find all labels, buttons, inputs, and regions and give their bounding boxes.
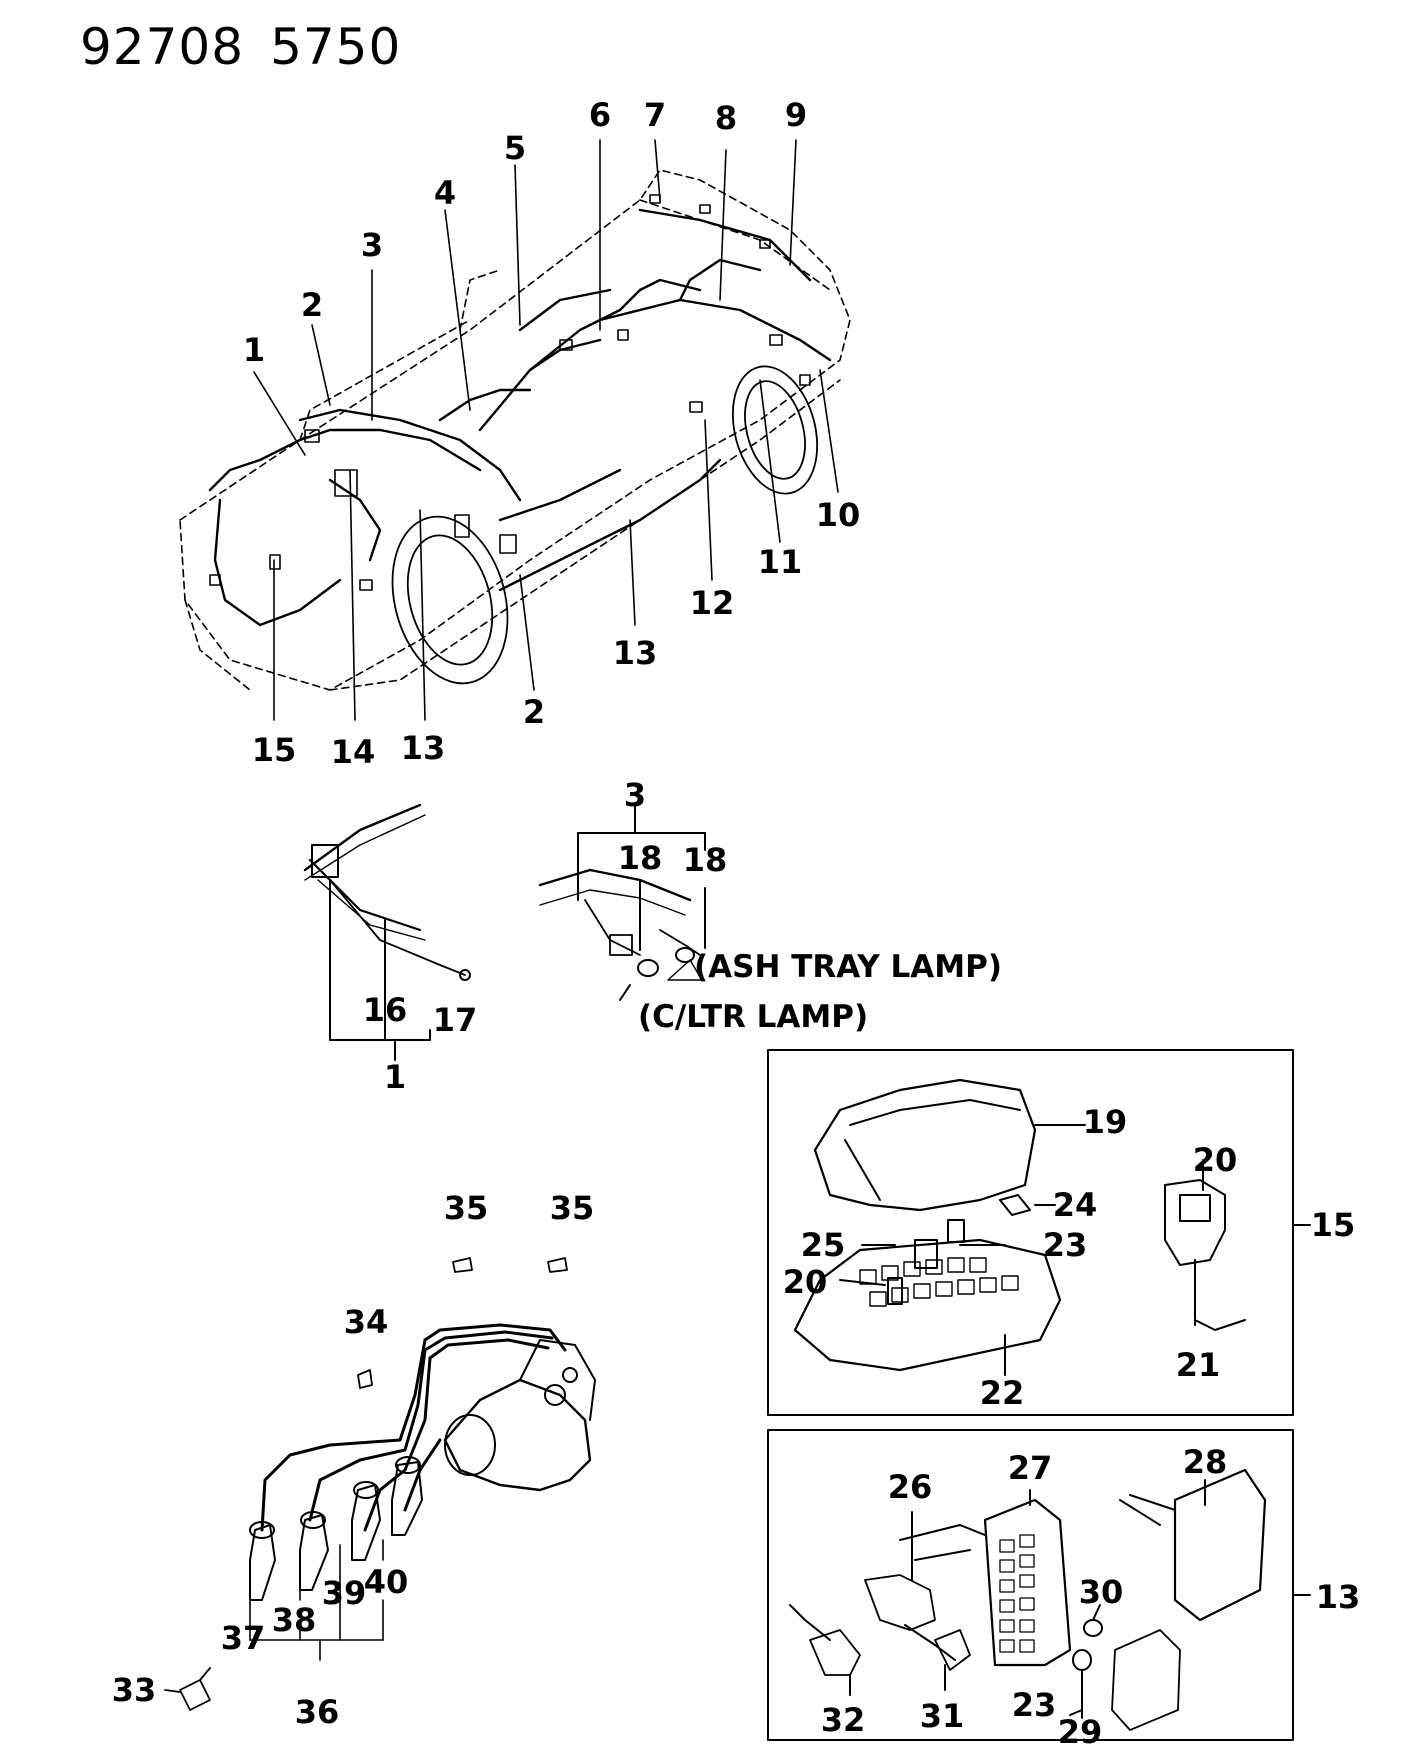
callout-31: 31 [919, 1697, 965, 1735]
callout-23-box13: 23 [1011, 1686, 1057, 1724]
wiring-harness [208, 208, 832, 627]
callout-8: 8 [714, 99, 738, 137]
callout-39: 39 [321, 1574, 367, 1612]
callout-1: 1 [242, 331, 266, 369]
note-cigar-lighter-lamp: (C/LTR LAMP) [638, 999, 869, 1035]
callout-32: 32 [820, 1701, 866, 1739]
callout-17: 17 [432, 1001, 478, 1039]
callout-20-block: 20 [782, 1263, 828, 1301]
detail-part-1 [303, 803, 471, 1061]
note-ash-tray-lamp: (ASH TRAY LAMP) [694, 949, 1002, 985]
callout-37: 37 [220, 1619, 266, 1657]
callout-1-detail: 1 [383, 1058, 407, 1096]
callout-15-box: 15 [1310, 1206, 1356, 1244]
callout-6: 6 [588, 96, 612, 134]
box-13 [767, 1429, 1311, 1741]
callout-4: 4 [433, 174, 457, 212]
ignition-cables [260, 1323, 567, 1532]
callout-9: 9 [784, 96, 808, 134]
cable-clips [357, 1257, 568, 1389]
wheel-front [391, 515, 509, 685]
callout-29: 29 [1057, 1713, 1103, 1751]
callout-13-lower: 13 [400, 729, 446, 767]
callout-38: 38 [271, 1601, 317, 1639]
callout-5: 5 [503, 129, 527, 167]
callout-25: 25 [800, 1226, 846, 1264]
callout-13-main: 13 [612, 634, 658, 672]
harness-connectors [209, 194, 811, 591]
callout-3-detail: 3 [623, 776, 647, 814]
callout-24: 24 [1052, 1186, 1098, 1224]
callout-23-box15: 23 [1042, 1226, 1088, 1264]
plug-boots [249, 1456, 423, 1601]
callout-21: 21 [1175, 1346, 1221, 1384]
callout-28: 28 [1182, 1443, 1228, 1481]
callout-33: 33 [111, 1671, 157, 1709]
callout-35-left: 35 [443, 1189, 489, 1227]
callout-26: 26 [887, 1468, 933, 1506]
callout-2: 2 [300, 286, 324, 324]
callout-36: 36 [294, 1693, 340, 1731]
callout-40: 40 [363, 1563, 409, 1601]
callout-18-right: 18 [682, 841, 728, 879]
callout-12: 12 [689, 584, 735, 622]
spark-plug-33 [164, 1667, 211, 1711]
callout-20-relay: 20 [1192, 1141, 1238, 1179]
callout-2-lower: 2 [522, 693, 546, 731]
callout-27: 27 [1007, 1449, 1053, 1487]
callout-11: 11 [757, 543, 803, 581]
diagram-code: 92708 5750 [80, 18, 427, 76]
callout-7: 7 [643, 96, 667, 134]
callout-35-right: 35 [549, 1189, 595, 1227]
callout-14: 14 [330, 733, 376, 771]
callout-3: 3 [360, 226, 384, 264]
callout-30: 30 [1078, 1573, 1124, 1611]
leader-lines-ignition [249, 1539, 384, 1661]
leader-lines-top [253, 139, 839, 721]
callout-13-box: 13 [1315, 1578, 1361, 1616]
code-left: 92708 [80, 18, 245, 76]
callout-15: 15 [251, 731, 297, 769]
vehicle-body-outline [179, 169, 851, 691]
callout-34: 34 [343, 1303, 389, 1341]
callout-10: 10 [815, 496, 861, 534]
callout-18-left: 18 [617, 839, 663, 877]
code-right: 5750 [270, 18, 402, 76]
ignition-distributor [443, 1339, 596, 1492]
callout-19: 19 [1082, 1103, 1128, 1141]
callout-22: 22 [979, 1374, 1025, 1412]
box-15 [767, 1049, 1311, 1416]
callout-16: 16 [362, 991, 408, 1029]
detail-part-3 [538, 804, 706, 1001]
wheel-rear [731, 365, 819, 495]
